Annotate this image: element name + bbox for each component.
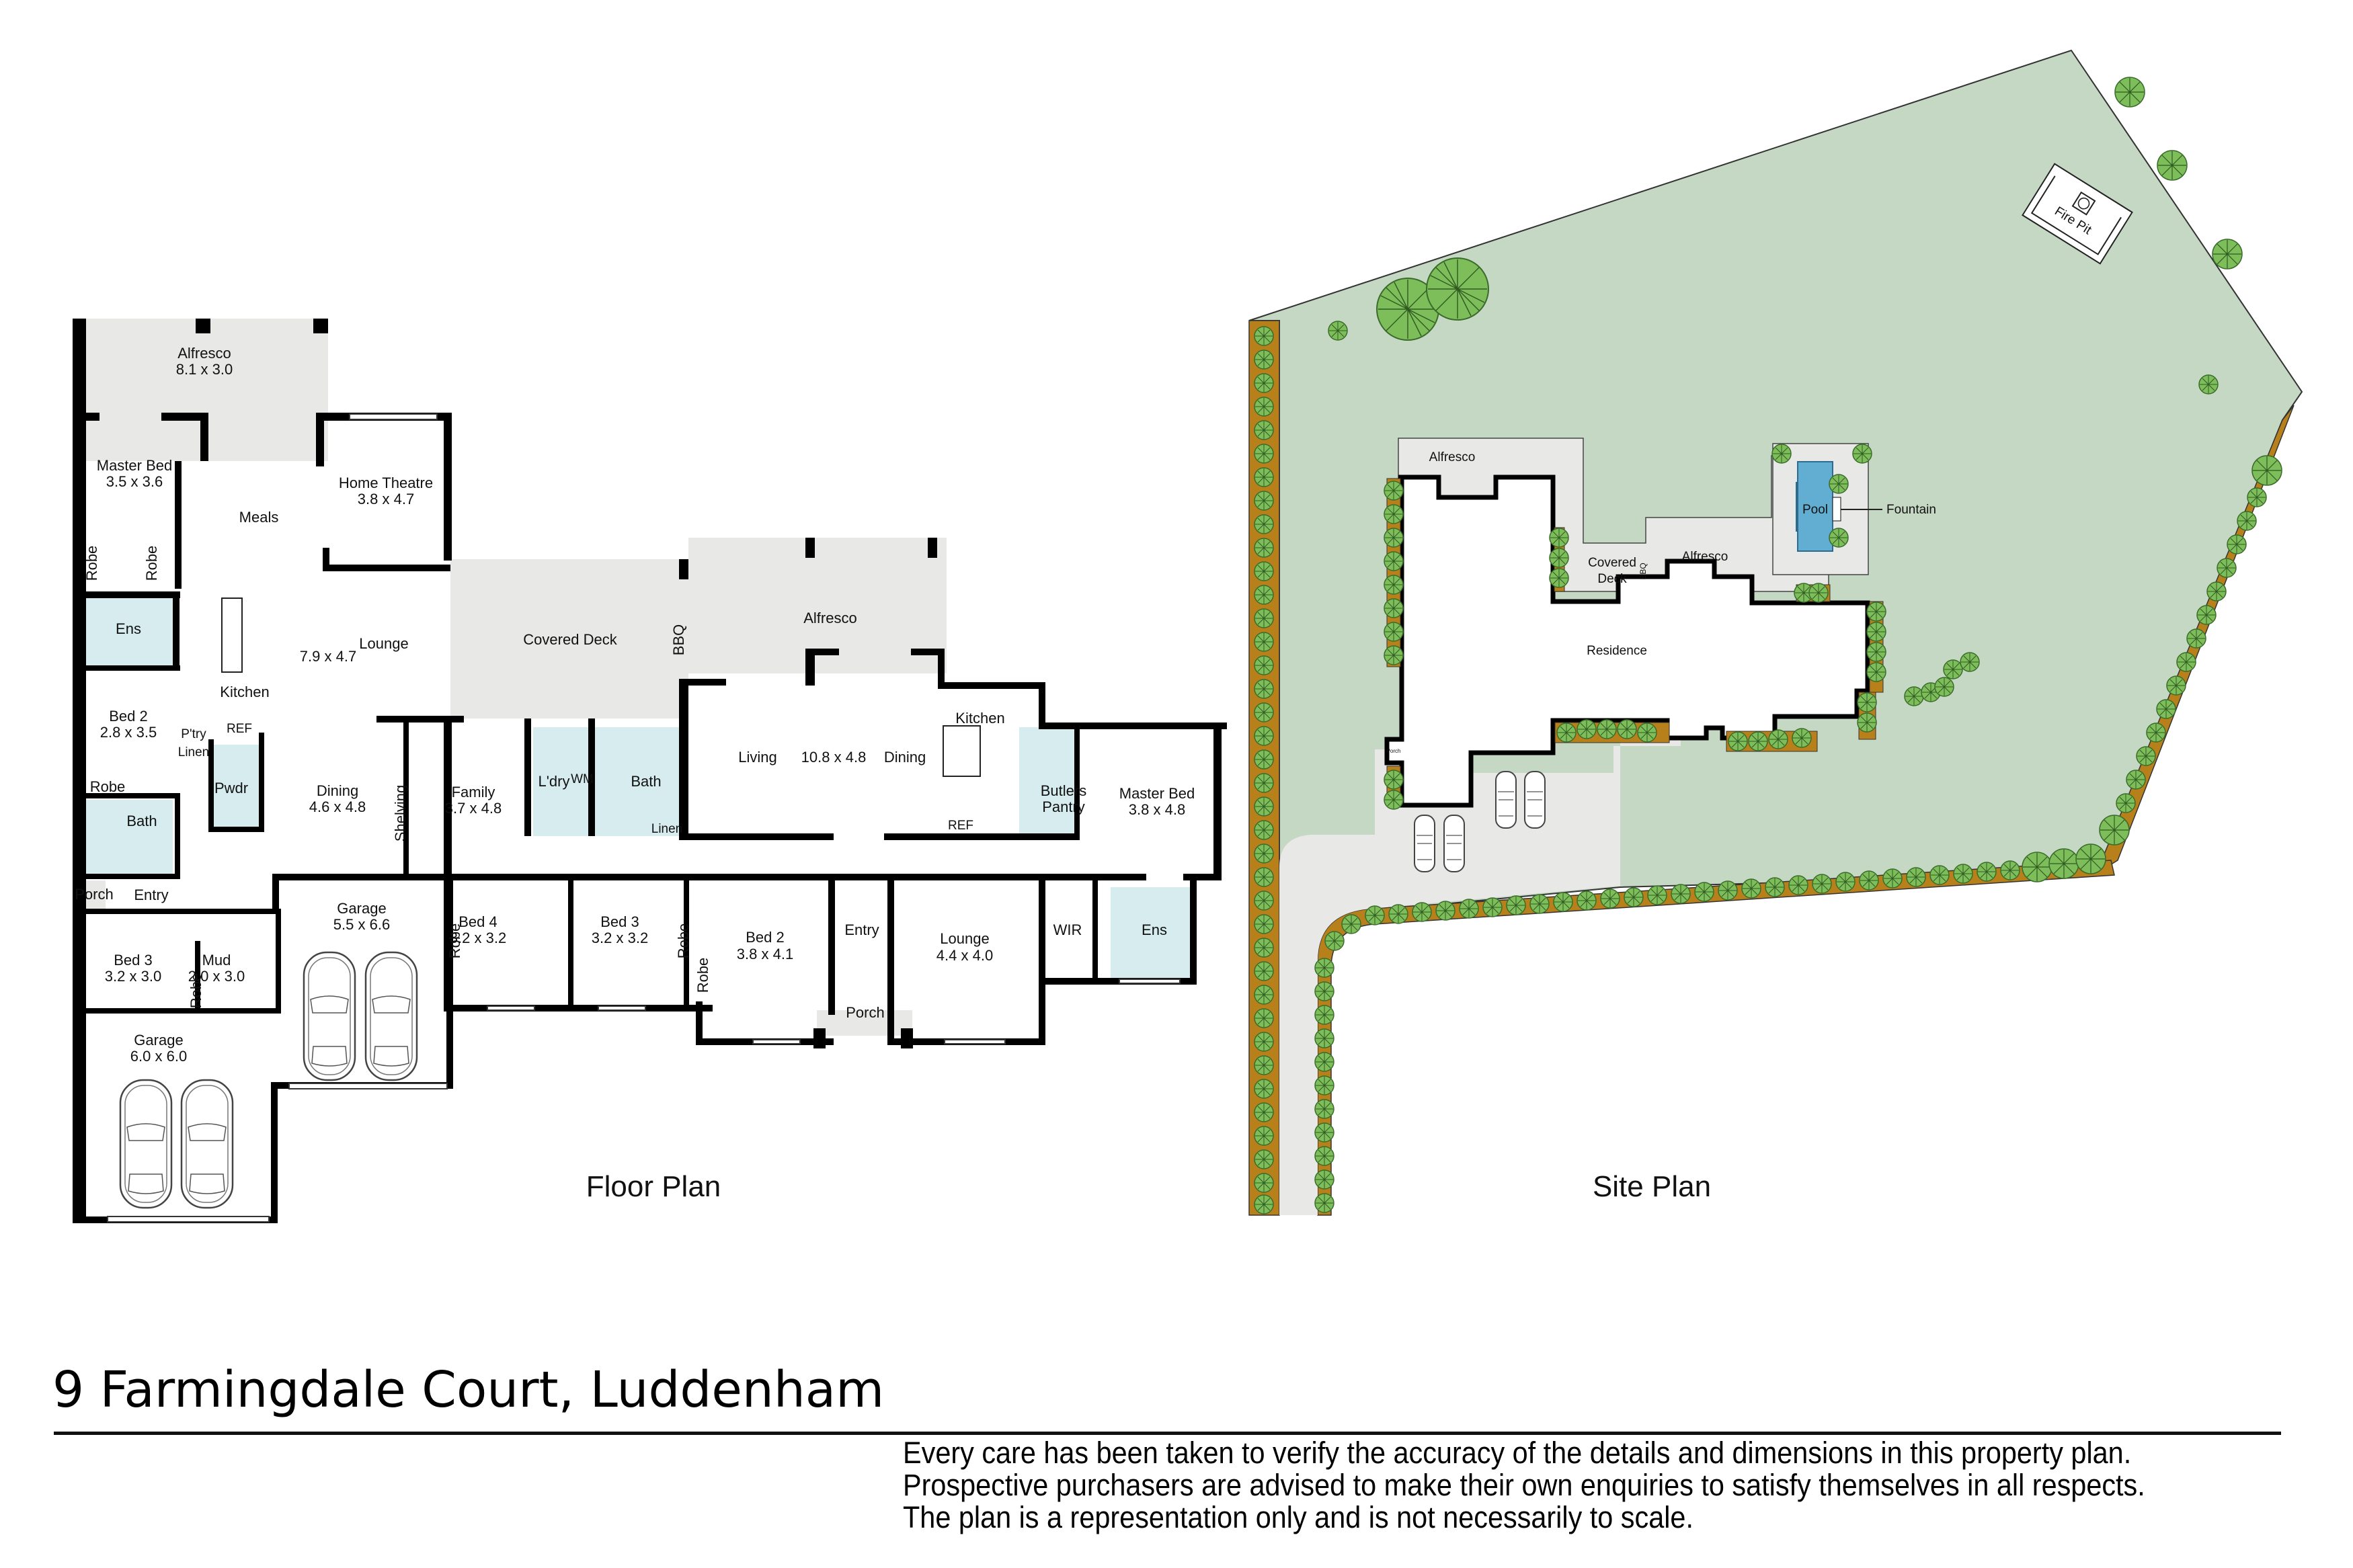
room-dining-west: Dining — [317, 782, 358, 799]
room-home-theatre-dims: 3.8 x 4.7 — [358, 491, 414, 507]
room-robe-3: Robe — [90, 778, 126, 795]
room-robe-2: Robe — [143, 546, 160, 581]
room-kitchen-east: Kitchen — [955, 710, 1004, 727]
room-garage-west-dims: 6.0 x 6.0 — [130, 1048, 187, 1065]
room-master-bed-east-dims: 3.8 x 4.8 — [1129, 801, 1185, 818]
room-dining-east: Dining — [884, 749, 926, 766]
room-bed3-west-dims: 3.2 x 3.0 — [105, 968, 161, 985]
room-pantry: P'try — [181, 727, 206, 741]
room-bed3-west: Bed 3 — [114, 952, 153, 968]
title-divider — [54, 1432, 2281, 1435]
hedge-south — [1317, 860, 2115, 1216]
room-powder: Pwdr — [214, 780, 248, 796]
disclaimer-line-1: Every care has been taken to verify the … — [903, 1436, 2132, 1470]
site-plan-labels: Alfresco Covered Deck BBQ Alfresco Pool … — [1387, 450, 1936, 754]
room-wir: WIR — [1053, 921, 1082, 938]
room-butlers-pantry-2: Pantry — [1042, 798, 1085, 815]
room-bed3-east-dims: 3.2 x 3.2 — [592, 930, 648, 946]
room-living: Living — [738, 749, 776, 766]
covered-deck-area — [450, 559, 688, 718]
room-master-bed-east: Master Bed — [1119, 785, 1195, 802]
disclaimer-line-2: Prospective purchasers are advised to ma… — [903, 1468, 2145, 1502]
room-garage-mid: Garage — [337, 900, 386, 917]
room-master-bed-west-dims: 3.5 x 3.6 — [106, 473, 163, 490]
site-plan: Fire Pit Alfresco Covered Deck BBQ Alfre… — [1248, 49, 2303, 1216]
site-alfresco-west: Alfresco — [1429, 450, 1476, 464]
floor-plan: Alfresco 8.1 x 3.0 Master Bed 3.5 x 3.6 … — [73, 319, 1227, 1223]
site-residence: Residence — [1587, 644, 1647, 658]
room-alfresco-west-dims: 8.1 x 3.0 — [176, 361, 233, 378]
room-linen-east: Linen — [651, 822, 683, 836]
room-kitchen-west: Kitchen — [220, 684, 269, 700]
bbq-label: BBQ — [670, 624, 687, 655]
room-bath-west: Bath — [126, 813, 157, 829]
floor-plan-caption: Floor Plan — [586, 1170, 721, 1203]
site-covered-deck-1: Covered — [1588, 556, 1636, 570]
room-porch-east: Porch — [846, 1004, 884, 1021]
room-ens-east: Ens — [1142, 921, 1167, 938]
shelving-label: Shelving — [392, 785, 409, 841]
room-robe-7: Robe — [694, 958, 711, 993]
site-fountain: Fountain — [1886, 503, 1936, 517]
site-porch: Porch — [1387, 748, 1401, 754]
room-robe-5: Robe — [446, 923, 463, 959]
room-alfresco-west: Alfresco — [177, 345, 231, 362]
room-robe-4: Robe — [188, 973, 204, 1009]
room-bed2-west: Bed 2 — [109, 708, 148, 725]
disclaimer-line-3: The plan is a representation only and is… — [903, 1500, 1693, 1534]
residence — [1384, 474, 1870, 808]
room-living-dining-dims: 10.8 x 4.8 — [801, 749, 867, 766]
room-lounge-west: Lounge — [359, 635, 408, 652]
room-mud: Mud — [202, 952, 231, 968]
room-meals: Meals — [239, 509, 279, 526]
room-porch-west: Porch — [75, 886, 113, 903]
room-alfresco-east: Alfresco — [803, 610, 856, 626]
washing-machine-label: WM — [571, 772, 594, 786]
room-bed3-east: Bed 3 — [600, 913, 639, 930]
walls — [73, 319, 1227, 1223]
room-garage-mid-dims: 5.5 x 6.6 — [333, 916, 390, 933]
property-title: 9 Farmingdale Court, Luddenham — [52, 1361, 885, 1419]
site-covered-deck-2: Deck — [1597, 572, 1627, 586]
room-covered-deck: Covered Deck — [523, 631, 617, 648]
room-lounge-west-dims: 7.9 x 4.7 — [300, 648, 356, 665]
room-family: Family — [452, 784, 495, 800]
driveway — [1279, 736, 1681, 1215]
room-butlers-pantry: Butlers — [1041, 782, 1086, 799]
room-bed2-east-dims: 3.8 x 4.1 — [737, 946, 793, 962]
room-family-dims: 3.7 x 4.8 — [445, 800, 502, 817]
site-plan-caption: Site Plan — [1593, 1170, 1711, 1203]
ref-west: REF — [227, 722, 252, 736]
room-bath-east: Bath — [631, 773, 661, 790]
room-garage-west: Garage — [134, 1032, 183, 1048]
site-pool: Pool — [1802, 503, 1828, 517]
room-ens-west: Ens — [116, 620, 141, 637]
room-bed4-dims: 3.2 x 3.2 — [450, 930, 506, 946]
room-dining-west-dims: 4.6 x 4.8 — [309, 798, 366, 815]
room-home-theatre: Home Theatre — [339, 474, 433, 491]
site-bbq: BBQ — [1638, 563, 1648, 579]
room-linen-west: Linen — [178, 745, 210, 759]
room-entry-west: Entry — [134, 886, 168, 903]
room-lounge-east-dims: 4.4 x 4.0 — [936, 947, 993, 964]
room-lounge-east: Lounge — [940, 930, 989, 947]
floor-plan-labels: Alfresco 8.1 x 3.0 Master Bed 3.5 x 3.6 … — [75, 345, 1195, 1065]
room-bed2-east: Bed 2 — [746, 929, 785, 946]
site-alfresco-east: Alfresco — [1682, 550, 1728, 564]
ref-east: REF — [948, 819, 973, 833]
room-laundry: L'dry — [539, 773, 570, 790]
room-bed2-west-dims: 2.8 x 3.5 — [100, 724, 157, 741]
room-robe-6: Robe — [675, 923, 692, 959]
room-mud-dims: 2.0 x 3.0 — [188, 968, 245, 985]
room-master-bed-west: Master Bed — [97, 457, 173, 474]
room-bed4: Bed 4 — [458, 913, 497, 930]
disclaimer: Every care has been taken to verify the … — [903, 1437, 2145, 1534]
fire-pit: Fire Pit — [2022, 163, 2133, 265]
room-entry-east: Entry — [844, 921, 879, 938]
room-robe-1: Robe — [83, 546, 100, 581]
